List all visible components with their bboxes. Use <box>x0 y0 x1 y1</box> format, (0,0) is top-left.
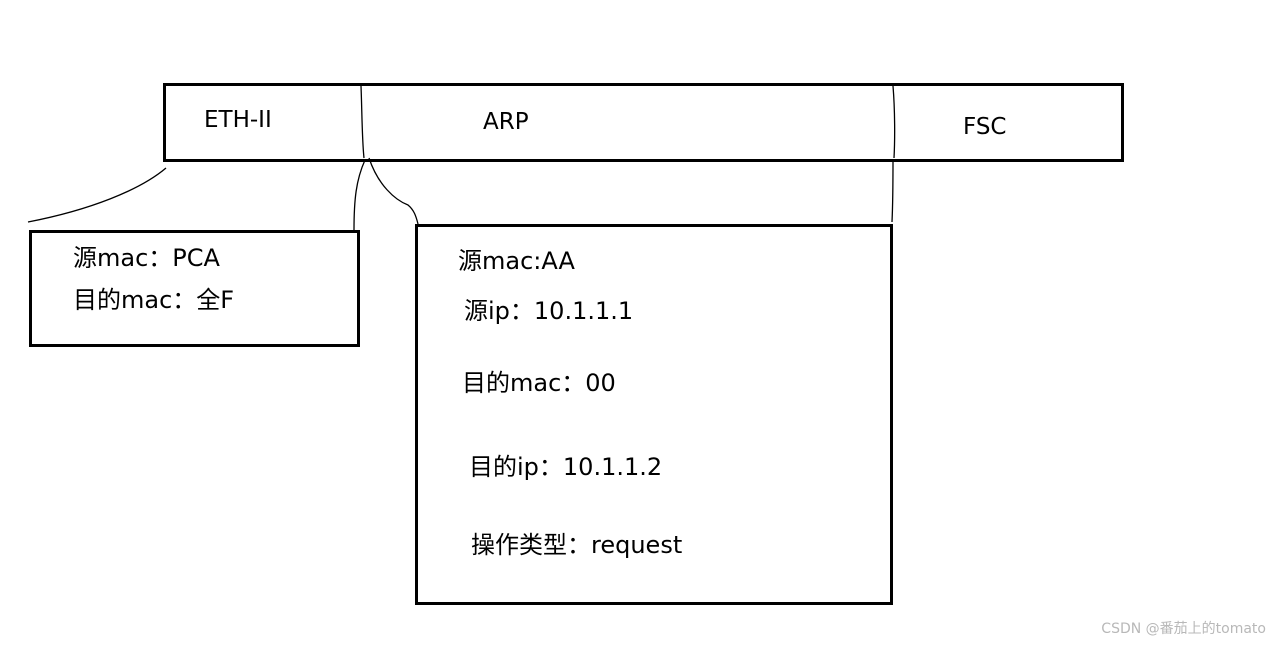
segment-fsc-label: FSC <box>963 114 1007 140</box>
arp-src-mac: 源mac:AA <box>458 247 575 275</box>
eth-bracket-left <box>27 167 167 223</box>
eth-bracket-right <box>353 159 366 231</box>
eth-detail-box <box>29 230 360 347</box>
eth-src-mac: 源mac：PCA <box>73 244 220 272</box>
arp-dst-ip: 目的ip：10.1.1.2 <box>469 453 663 481</box>
arp-dst-mac: 目的mac：00 <box>462 369 616 397</box>
eth-dst-mac: 目的mac：全F <box>73 286 235 314</box>
arp-bracket-right <box>891 159 894 223</box>
segment-eth-label: ETH-II <box>204 107 272 133</box>
csdn-watermark: CSDN @番茄上的tomato <box>1101 621 1266 637</box>
arp-src-ip: 源ip：10.1.1.1 <box>464 297 634 325</box>
arp-bracket-left <box>368 157 419 225</box>
arp-detail-box <box>415 224 893 605</box>
ethernet-frame-box <box>163 83 1124 162</box>
segment-arp-label: ARP <box>483 109 529 135</box>
arp-operation-type: 操作类型：request <box>471 531 683 559</box>
